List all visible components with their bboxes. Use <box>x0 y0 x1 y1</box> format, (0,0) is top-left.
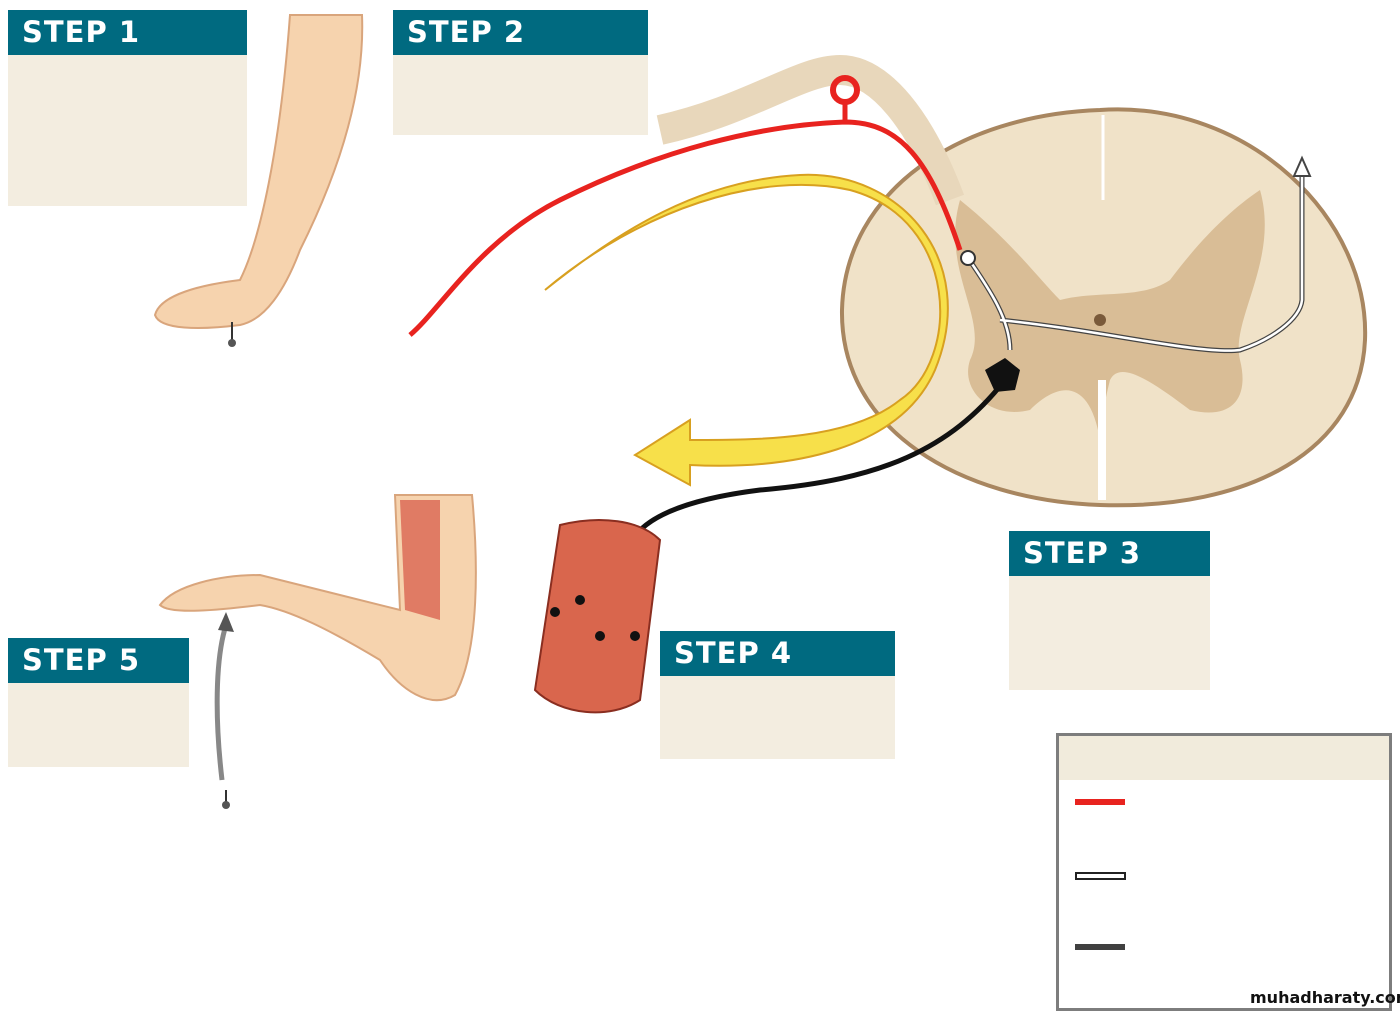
muscle-fiber-bundle <box>533 519 662 714</box>
legend-header <box>1059 736 1389 780</box>
legend <box>1056 733 1392 1011</box>
arm-touching-tack <box>153 14 364 329</box>
signal-direction-arrow <box>544 173 949 487</box>
step-4-box: STEP 4 <box>660 631 895 759</box>
spinal-cord-cross-section <box>839 107 1368 508</box>
ascending-arrow-icon <box>1292 155 1312 177</box>
arm-withdrawing <box>158 494 477 701</box>
tack-icon <box>228 339 236 347</box>
step-5-label: STEP 5 <box>8 638 189 683</box>
step-3-box: STEP 3 <box>1009 531 1210 690</box>
step-5-box: STEP 5 <box>8 638 189 767</box>
dorsal-root <box>656 54 965 206</box>
legend-sensory-swatch <box>1075 799 1125 805</box>
watermark: muhadharaty.com <box>1250 988 1400 1007</box>
step-1-box: STEP 1 <box>8 10 247 206</box>
step-2-box: STEP 2 <box>393 10 648 135</box>
sensory-neuron <box>408 119 963 337</box>
withdrawal-arrow <box>214 624 229 781</box>
step-1-label: STEP 1 <box>8 10 247 55</box>
step-2-label: STEP 2 <box>393 10 648 55</box>
tack-icon-2 <box>222 801 230 809</box>
legend-motor-swatch <box>1075 944 1125 950</box>
legend-interneuron-swatch <box>1075 872 1126 880</box>
step-3-label: STEP 3 <box>1009 531 1210 576</box>
step-4-label: STEP 4 <box>660 631 895 676</box>
